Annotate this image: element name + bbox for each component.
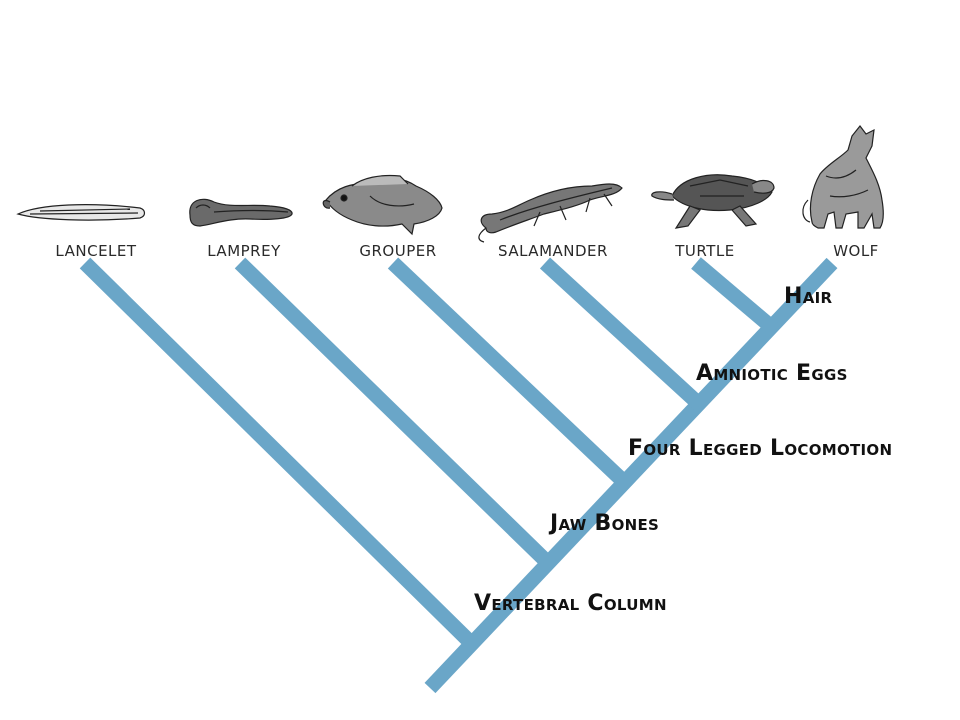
trait-label-jaw-bones: Jaw Bones: [548, 511, 659, 536]
branch-salamander: [539, 257, 706, 411]
taxon-label-wolf: WOLF: [833, 242, 879, 260]
trunk-branch: [424, 257, 838, 694]
trait-labels: Vertebral Column Jaw Bones Four Legged L…: [474, 284, 892, 616]
lancelet-icon: [16, 204, 146, 221]
branch-lancelet: [79, 257, 474, 646]
taxon-label-lamprey: LAMPREY: [207, 242, 281, 260]
taxon-label-lancelet: LANCELET: [55, 242, 136, 260]
taxon-labels: LANCELET LAMPREY GROUPER SALAMANDER TURT…: [55, 242, 878, 260]
turtle-icon: [651, 174, 775, 229]
trait-label-four-legged-locomotion: Four Legged Locomotion: [628, 436, 892, 461]
taxon-label-turtle: TURTLE: [674, 242, 734, 260]
taxon-label-grouper: GROUPER: [359, 242, 436, 260]
trait-label-vertebral-column: Vertebral Column: [474, 591, 667, 616]
wolf-icon: [802, 125, 884, 229]
taxon-label-salamander: SALAMANDER: [498, 242, 608, 260]
branches: [79, 257, 838, 694]
trait-label-amniotic-eggs: Amniotic Eggs: [696, 361, 848, 386]
branch-grouper: [387, 257, 628, 486]
trait-label-hair: Hair: [784, 284, 833, 309]
lamprey-icon: [189, 198, 293, 227]
branch-lamprey: [234, 257, 551, 566]
branch-turtle: [691, 257, 780, 336]
salamander-icon: [478, 183, 623, 243]
grouper-icon: [322, 174, 443, 236]
